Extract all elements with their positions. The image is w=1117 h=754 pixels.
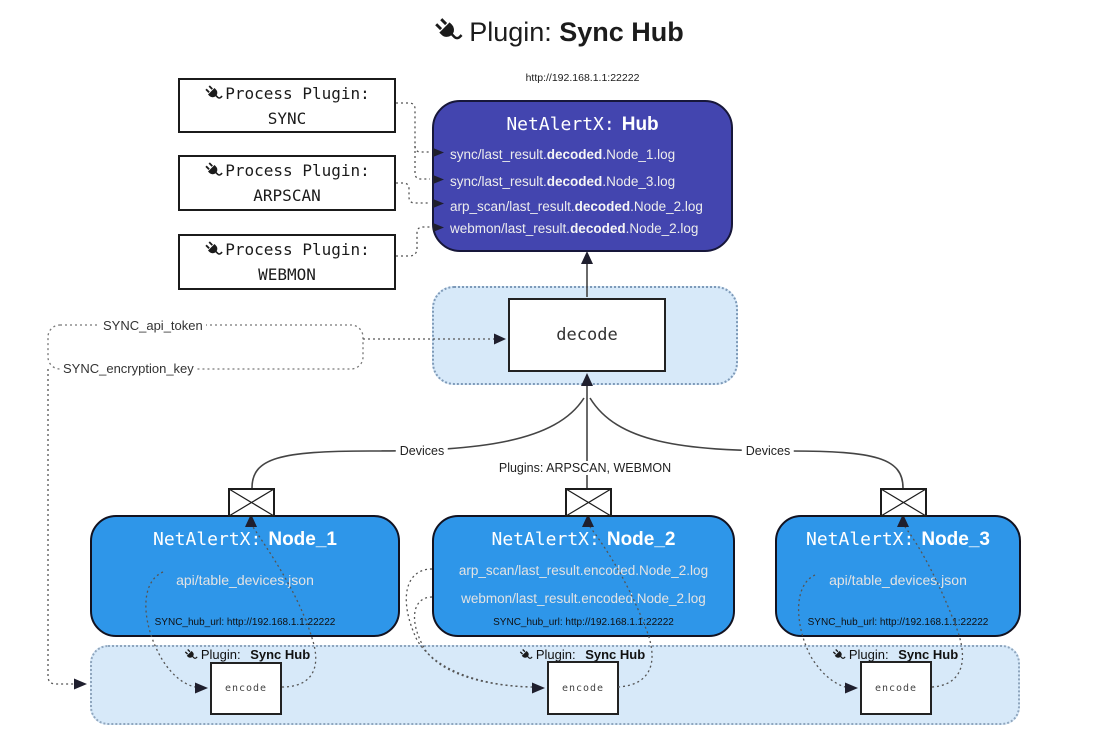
hub-log-row: arp_scan/last_result.decoded.Node_2.log — [450, 199, 703, 214]
sync-encryption-key-label: SYNC_encryption_key — [60, 361, 197, 376]
node-title: NetAlertX:Node_1 — [152, 529, 337, 550]
process-plugin-label: Process Plugin: — [225, 161, 370, 180]
hub-title-name: Hub — [621, 114, 659, 135]
process-plugin-box-sync: Process Plugin: SYNC — [178, 78, 396, 133]
envelope-icon — [565, 488, 612, 517]
plug-icon — [204, 240, 224, 259]
node-hub-url: SYNC_hub_url: http://192.168.1.1:22222 — [154, 617, 336, 628]
process-plugin-box-arpscan: Process Plugin: ARPSCAN — [178, 155, 396, 211]
hub-title-prefix: NetAlertX: — [506, 114, 615, 135]
plug-icon — [519, 647, 533, 662]
process-plugin-name: ARPSCAN — [253, 186, 321, 205]
hub-box: NetAlertX: Hub sync/last_result.decoded.N… — [432, 100, 733, 252]
devices-edge-label-left: Devices — [395, 444, 449, 458]
encoder-plugin-label: Plugin: Sync Hub — [832, 647, 958, 662]
title-prefix: Plugin: — [469, 17, 552, 47]
plug-icon — [184, 647, 198, 662]
devices-edge-label-right: Devices — [741, 444, 795, 458]
title-name: Sync Hub — [559, 17, 684, 47]
page-title: Plugin: Sync Hub — [0, 16, 1117, 48]
node-file-line: arp_scan/last_result.encoded.Node_2.log — [458, 563, 709, 578]
plug-icon — [204, 83, 224, 103]
hub-title: NetAlertX: Hub — [434, 114, 731, 136]
node-file-line: webmon/last_result.encoded.Node_2.log — [461, 591, 706, 606]
process-plugin-name: SYNC — [267, 108, 307, 128]
node-box-node3: NetAlertX:Node_3 api/table_devices.json … — [775, 515, 1021, 637]
node-box-node2: NetAlertX:Node_2 arp_scan/last_result.en… — [432, 515, 735, 637]
node-title: NetAlertX:Node_2 — [491, 529, 676, 550]
encode-box: encode — [547, 661, 619, 715]
node-title: NetAlertX:Node_3 — [805, 529, 990, 550]
hub-log-row: sync/last_result.decoded.Node_3.log — [450, 174, 676, 189]
envelope-icon — [228, 488, 275, 517]
node-file-line: api/table_devices.json — [176, 572, 314, 588]
decode-box: decode — [508, 298, 666, 372]
plug-icon — [433, 16, 464, 46]
process-plugin-box-webmon: Process Plugin: WEBMON — [178, 234, 396, 290]
node-box-node1: NetAlertX:Node_1 api/table_devices.json … — [90, 515, 400, 637]
plugins-edge-label: Plugins: ARPSCAN, WEBMON — [494, 461, 676, 475]
process-plugin-name: WEBMON — [258, 265, 316, 284]
node-file-line: api/table_devices.json — [829, 572, 967, 588]
envelope-icon — [880, 488, 927, 517]
encoder-plugin-label: Plugin: Sync Hub — [184, 647, 310, 662]
encode-box: encode — [860, 661, 932, 715]
hub-log-row: webmon/last_result.decoded.Node_2.log — [450, 221, 699, 236]
hub-url-label: http://192.168.1.1:22222 — [525, 72, 640, 84]
process-plugin-label: Process Plugin: — [225, 83, 370, 103]
plug-icon — [832, 647, 846, 662]
sync-api-token-label: SYNC_api_token — [100, 318, 206, 333]
node-hub-url: SYNC_hub_url: http://192.168.1.1:22222 — [493, 617, 674, 628]
node-hub-url: SYNC_hub_url: http://192.168.1.1:22222 — [807, 617, 989, 628]
plug-icon — [204, 161, 224, 180]
encoder-plugin-label: Plugin: Sync Hub — [519, 647, 645, 662]
process-plugin-label: Process Plugin: — [225, 240, 370, 259]
hub-log-row: sync/last_result.decoded.Node_1.log — [450, 147, 676, 162]
encode-box: encode — [210, 662, 282, 715]
